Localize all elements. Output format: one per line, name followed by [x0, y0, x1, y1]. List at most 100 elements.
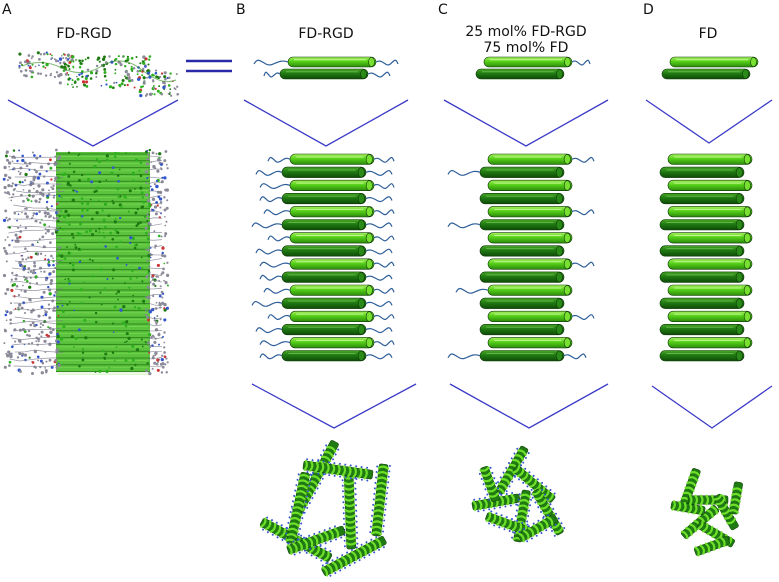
panel-d-title: FD: [699, 26, 718, 42]
helix-coil-icon: [283, 471, 312, 544]
peptide-tail: [256, 249, 282, 254]
helix-cylinder-icon: [282, 298, 366, 309]
panel-b-helix-pair: [254, 57, 398, 79]
chevron-arrow-icon: [252, 384, 416, 428]
helix-cylinder-icon: [290, 206, 374, 217]
helix-cylinder-icon: [670, 57, 758, 67]
helix-cylinder-icon: [662, 69, 750, 79]
helix-cylinder-icon: [480, 351, 564, 362]
peptide-tail: [374, 210, 394, 215]
helix-cylinder-icon: [290, 233, 374, 244]
helix-cylinder-icon: [488, 233, 572, 244]
panel-d-helix-stack: [660, 154, 752, 361]
panel-c-helix-pair: [476, 57, 572, 79]
helix-cylinder-icon: [660, 272, 744, 283]
peptide-tail: [366, 275, 392, 280]
helix-cylinder-icon: [282, 167, 366, 178]
peptide-tail: [572, 210, 594, 215]
helix-cylinder-icon: [282, 324, 366, 335]
helix-cylinder-icon: [282, 351, 366, 362]
peptide-tail: [376, 60, 398, 65]
peptide-tail: [366, 197, 392, 202]
molecular-model-icon: [18, 51, 179, 97]
helix-cylinder-icon: [480, 193, 564, 204]
fibril-bundles: [258, 438, 743, 579]
helix-coil-icon: [341, 475, 358, 549]
peptide-tail: [572, 262, 594, 267]
helix-cylinder-icon: [668, 233, 752, 244]
helix-cylinder-icon: [488, 285, 572, 296]
helix-cylinder-icon: [660, 298, 744, 309]
peptide-tail: [572, 157, 594, 162]
helix-cylinder-icon: [282, 272, 366, 283]
peptide-tail: [374, 341, 394, 346]
helix-cylinder-icon: [488, 337, 572, 348]
panel-b-title: FD-RGD: [298, 26, 353, 42]
helix-cylinder-icon: [488, 154, 572, 165]
peptide-tail: [572, 60, 590, 65]
helix-cylinder-icon: [282, 246, 366, 257]
peptide-tail: [260, 275, 282, 280]
helix-cylinder-icon: [480, 167, 564, 178]
equals-sign-icon: [186, 61, 232, 71]
peptide-tail: [366, 354, 392, 359]
peptide-tail: [456, 288, 488, 293]
peptide-tail: [374, 236, 394, 241]
peptide-tail: [252, 223, 282, 228]
peptide-tail: [374, 288, 394, 293]
peptide-tail: [256, 171, 282, 176]
helix-cylinder-icon: [668, 180, 752, 191]
helix-cylinder-icon: [488, 311, 572, 322]
peptide-tail: [268, 157, 290, 162]
panel-d-letter: D: [643, 2, 654, 18]
chevron-arrow-icon: [444, 100, 608, 146]
helix-cylinder-icon: [290, 154, 374, 165]
peptide-tail: [264, 72, 280, 77]
helix-cylinder-icon: [480, 298, 564, 309]
helix-cylinder-icon: [480, 324, 564, 335]
helix-cylinder-icon: [476, 69, 564, 79]
helix-coil-icon: [694, 536, 731, 556]
helix-cylinder-icon: [480, 220, 564, 231]
peptide-tail: [374, 157, 394, 162]
helix-cylinder-icon: [480, 272, 564, 283]
helix-cylinder-icon: [280, 69, 368, 79]
helix-cylinder-icon: [290, 259, 374, 270]
helix-pairs: [254, 57, 758, 79]
panel-b-helix-stack: [252, 154, 394, 361]
peptide-tail: [366, 302, 392, 307]
peptide-tail: [264, 288, 290, 293]
peptide-tail: [564, 354, 586, 359]
peptide-tail: [374, 262, 394, 267]
helix-cylinder-icon: [290, 285, 374, 296]
peptide-tail: [448, 223, 480, 228]
peptide-tail: [268, 236, 290, 241]
helix-cylinder-icon: [484, 57, 572, 67]
panel-b-letter: B: [236, 2, 246, 18]
chevron-arrow-icon: [646, 100, 772, 143]
helix-cylinder-icon: [660, 193, 744, 204]
peptide-tail: [260, 262, 290, 267]
peptide-tail: [260, 341, 290, 346]
helix-cylinder-icon: [488, 206, 572, 217]
helix-cylinder-icon: [488, 180, 572, 191]
helix-cylinder-icon: [660, 167, 744, 178]
panel-c-letter: C: [438, 2, 448, 18]
helix-cylinder-icon: [660, 324, 744, 335]
helix-cylinder-icon: [668, 285, 752, 296]
chevron-arrow-icon: [8, 100, 178, 146]
peptide-tail: [254, 60, 288, 65]
helix-cylinder-icon: [290, 311, 374, 322]
peptide-tail: [448, 354, 480, 359]
peptide-tail: [260, 354, 282, 359]
helix-cylinder-icon: [288, 57, 376, 67]
peptide-tail: [366, 249, 392, 254]
helix-cylinder-icon: [290, 337, 374, 348]
helix-cylinder-icon: [290, 180, 374, 191]
chevron-arrow-icon: [244, 100, 408, 146]
helix-cylinder-icon: [668, 311, 752, 322]
peptide-tail: [368, 72, 390, 77]
panel-c-helix-stack: [448, 154, 594, 361]
panel-d-fibril-bundle: [671, 468, 743, 556]
